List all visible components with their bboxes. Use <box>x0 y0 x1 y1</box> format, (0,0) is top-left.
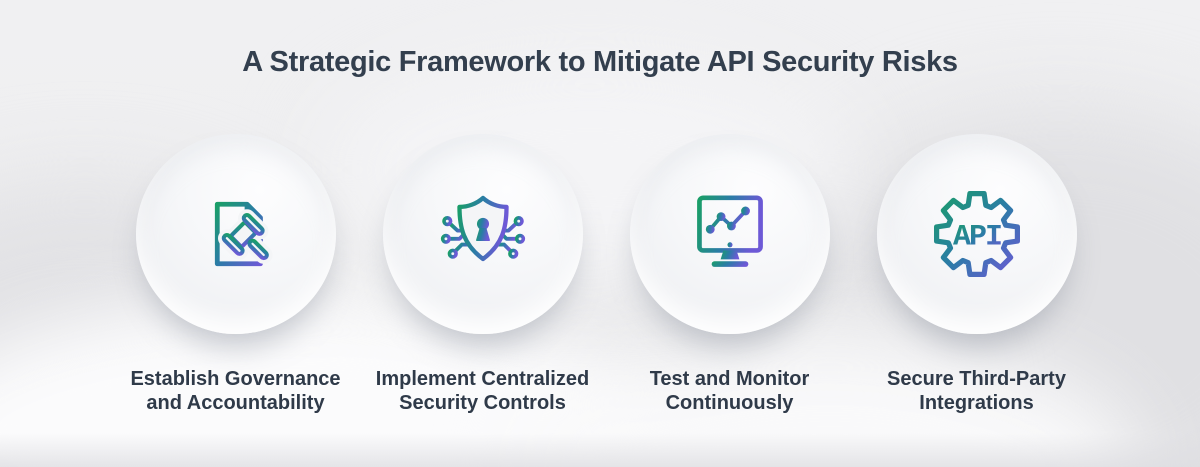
monitor-chart-icon <box>696 195 763 267</box>
steps-row: Establish Governance and Accountability <box>0 134 1200 415</box>
step-label-line: Establish Governance <box>130 368 341 390</box>
step-circle: API <box>876 134 1077 334</box>
step-label-line: Continuously <box>665 392 794 414</box>
step-circle <box>382 134 583 334</box>
page-title: A Strategic Framework to Mitigate API Se… <box>242 46 958 78</box>
step-label-line: Test and Monitor <box>649 368 810 390</box>
api-gear-text: API <box>952 221 1000 255</box>
step-circle <box>135 134 336 334</box>
step-label: Establish Governance and Accountability <box>130 367 340 415</box>
step-label: Secure Third-Party Integrations <box>887 367 1066 415</box>
api-gear-icon: API <box>933 191 1020 277</box>
step-label-line: Implement Centralized <box>375 368 590 390</box>
step-label-line: Integrations <box>919 392 1034 414</box>
step-label-line: and Accountability <box>146 392 325 414</box>
step-third-party: API Secure Third-Party Integrations <box>853 134 1100 415</box>
step-label: Test and Monitor Continuously <box>650 367 810 415</box>
document-gavel-icon <box>214 201 273 267</box>
step-label-line: Security Controls <box>399 392 566 414</box>
step-label: Implement Centralized Security Controls <box>376 367 589 415</box>
step-security-controls: Implement Centralized Security Controls <box>359 134 606 415</box>
step-governance: Establish Governance and Accountability <box>112 134 359 415</box>
step-test-monitor: Test and Monitor Continuously <box>606 134 853 415</box>
shield-circuit-icon <box>440 195 525 262</box>
step-label-line: Secure Third-Party <box>887 368 1066 390</box>
step-circle <box>629 134 830 334</box>
bottom-shade <box>0 433 1200 467</box>
